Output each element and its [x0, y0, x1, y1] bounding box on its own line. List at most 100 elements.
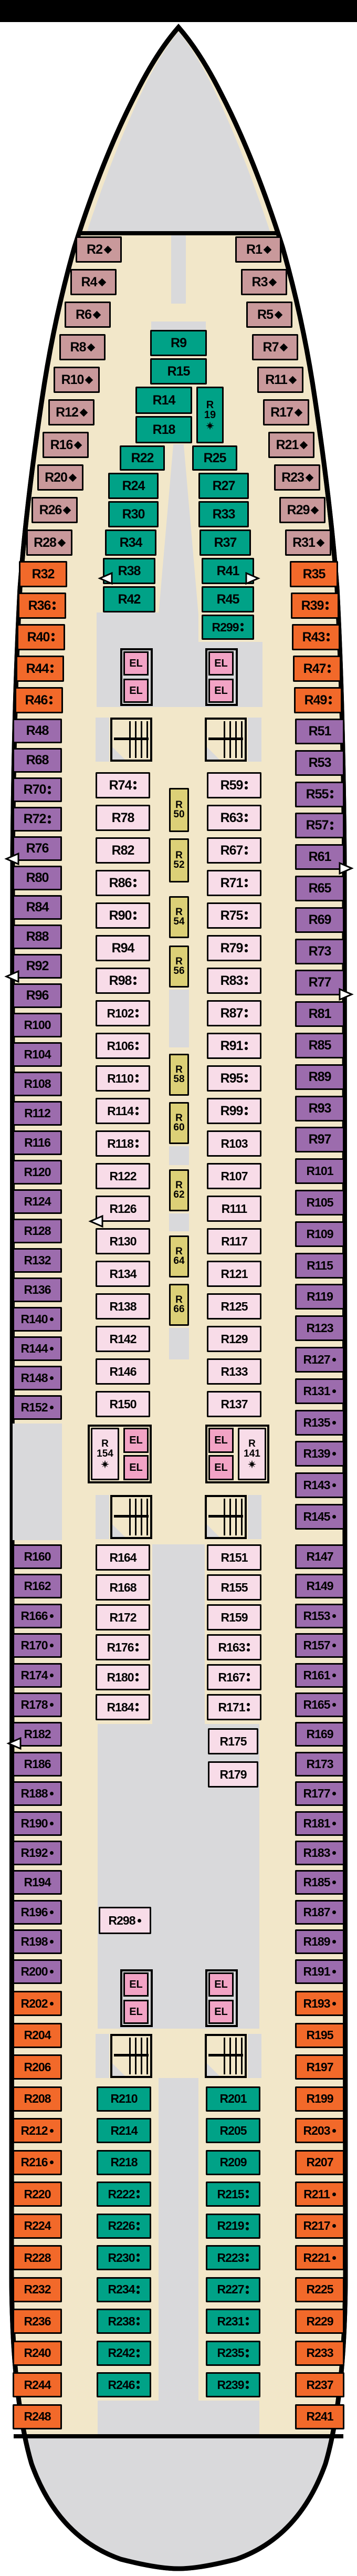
one-dot-icon — [50, 1347, 54, 1351]
cabin-R65: R65 — [295, 876, 344, 901]
cabin-R103: R103 — [207, 1130, 261, 1157]
two-dot-icon — [246, 2253, 249, 2262]
cabin-R44: R44 — [16, 656, 64, 682]
elevator-box[interactable]: EL — [208, 1972, 234, 1997]
cabin-label: R6 — [76, 307, 92, 322]
cabin-R22: R22 — [120, 445, 165, 471]
cabin-label: R83 — [220, 973, 244, 988]
elevator-box[interactable]: EL — [123, 2000, 149, 2024]
cabin-label: R80 — [26, 870, 49, 885]
stairs-icon[interactable] — [205, 718, 247, 762]
cabin-label: R229 — [306, 2314, 334, 2328]
two-dot-icon — [135, 1074, 139, 1083]
stairs-icon[interactable] — [205, 1495, 247, 1539]
cabin-label: R134 — [109, 1266, 137, 1281]
elevator-box[interactable]: EL — [208, 679, 234, 703]
cabin-label: R178 — [20, 1698, 48, 1711]
cabin-R84: R84 — [13, 895, 62, 920]
cabin-label: R133 — [220, 1364, 248, 1378]
cabin-R228: R228 — [13, 2245, 62, 2270]
elevator-box[interactable]: EL — [123, 1972, 149, 1997]
cabin-label: R127 — [303, 1353, 331, 1366]
elevator-box[interactable]: EL — [123, 651, 149, 676]
cabin-label: R214 — [110, 2123, 138, 2137]
two-dot-icon — [136, 2317, 140, 2325]
cabin-R162: R162 — [13, 1574, 62, 1599]
stairs-icon[interactable] — [110, 1495, 152, 1539]
cabin-R192: R192 — [13, 1841, 62, 1865]
cabin-R221: R221 — [295, 2245, 344, 2270]
cabin-R34: R34 — [105, 529, 156, 556]
diamond-icon — [263, 245, 272, 254]
two-dot-icon — [48, 785, 51, 794]
cabin-R2: R2 — [76, 236, 122, 263]
cabin-R57: R57 — [295, 813, 344, 839]
cabin-label: R — [175, 799, 183, 811]
one-dot-icon — [50, 1703, 54, 1707]
stairs-icon[interactable] — [205, 2034, 247, 2078]
cabin-R115: R115 — [295, 1252, 344, 1279]
diamond-icon — [68, 473, 77, 482]
elevator-box[interactable]: EL — [123, 1428, 149, 1453]
cabin-R98: R98 — [96, 968, 150, 994]
one-dot-icon — [50, 1821, 54, 1825]
stairs-icon[interactable] — [110, 718, 152, 762]
cabin-label: R46 — [25, 692, 48, 708]
cabin-R10: R10 — [54, 367, 100, 393]
two-dot-icon — [245, 1009, 248, 1017]
cabin-label: R96 — [26, 988, 49, 1003]
stern-notch-gray — [98, 2401, 259, 2438]
cabin-R148: R148 — [13, 1366, 62, 1390]
cabin-label: R232 — [24, 2282, 51, 2296]
cabin-label: R89 — [308, 1069, 332, 1084]
elevator-box[interactable]: EL — [208, 1455, 234, 1480]
cabin-label: R165 — [303, 1698, 331, 1711]
cabin-R203: R203 — [295, 2118, 344, 2143]
two-dot-icon — [245, 1107, 248, 1115]
cabin-label: R164 — [109, 1550, 137, 1564]
elevator-box[interactable]: EL — [208, 651, 234, 676]
one-dot-icon — [50, 1969, 54, 1973]
cabin-R114: R114 — [96, 1098, 150, 1124]
cabin-label: R — [175, 906, 183, 918]
one-dot-icon — [332, 2256, 337, 2260]
cabin-label: 62 — [173, 1189, 185, 1200]
two-dot-icon — [135, 1139, 139, 1148]
corridor-gray-area — [248, 718, 261, 762]
cabin-R230: R230 — [97, 2245, 151, 2270]
cabin-label: R194 — [24, 1875, 51, 1889]
cabin-label: R107 — [220, 1169, 248, 1183]
two-dot-icon — [135, 1042, 139, 1050]
cabin-R209: R209 — [206, 2149, 260, 2175]
elevator-box[interactable]: EL — [208, 2000, 234, 2024]
cabin-label: R200 — [20, 1964, 48, 1978]
cabin-R94: R94 — [96, 935, 150, 961]
cabin-label: R189 — [303, 1935, 331, 1949]
one-dot-icon — [50, 1940, 54, 1944]
cabin-R211: R211 — [295, 2182, 344, 2207]
elevator-box[interactable]: EL — [208, 1428, 234, 1453]
stairs-icon[interactable] — [110, 2034, 152, 2078]
cabin-label: R188 — [20, 1786, 48, 1801]
cabin-label: R101 — [306, 1164, 334, 1178]
cabin-R107: R107 — [207, 1163, 261, 1189]
cabin-R237: R237 — [295, 2372, 344, 2397]
two-dot-icon — [246, 2349, 249, 2357]
elevator-label: EL — [129, 657, 143, 669]
elevator-box[interactable]: EL — [123, 1455, 149, 1480]
two-dot-icon — [51, 633, 55, 641]
cabin-R186: R186 — [13, 1751, 62, 1777]
stairs-corner — [207, 747, 219, 760]
diamond-icon — [98, 278, 107, 286]
cabin-R77: R77 — [295, 970, 344, 996]
cabin-R239: R239 — [206, 2372, 260, 2397]
diamond-icon — [103, 245, 112, 254]
cabin-label: R142 — [109, 1332, 137, 1346]
elevator-box[interactable]: EL — [123, 679, 149, 703]
cabin-label: R298 — [108, 1913, 136, 1927]
cabin-label: R195 — [306, 2028, 334, 2042]
